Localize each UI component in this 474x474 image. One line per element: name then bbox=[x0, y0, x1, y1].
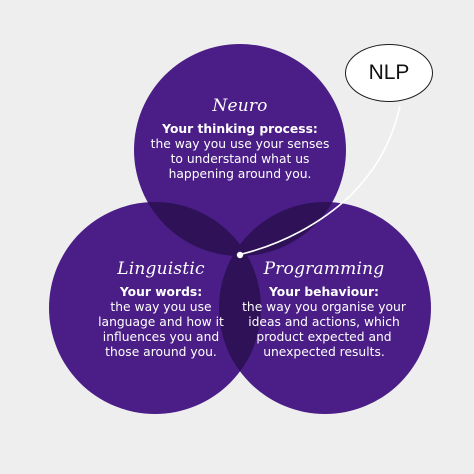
programming-title: Programming bbox=[263, 259, 385, 279]
linguistic-label: Linguistic Your words: the way you use l… bbox=[86, 259, 236, 360]
neuro-lead: Your thinking process: bbox=[162, 122, 318, 136]
linguistic-lead: Your words: bbox=[119, 285, 203, 299]
callout-line bbox=[241, 105, 401, 255]
circle-linguistic bbox=[49, 202, 261, 414]
neuro-title: Neuro bbox=[212, 96, 268, 116]
circle-programming bbox=[219, 202, 431, 414]
linguistic-title: Linguistic bbox=[117, 259, 205, 279]
neuro-label: Neuro Your thinking process: the way you… bbox=[150, 96, 330, 182]
programming-lead: Your behaviour: bbox=[269, 285, 379, 299]
programming-label: Programming Your behaviour: the way you … bbox=[238, 259, 410, 360]
circle-neuro bbox=[134, 44, 346, 256]
neuro-body: the way you use your senses to understan… bbox=[150, 137, 330, 181]
nlp-callout-label: NLP bbox=[368, 61, 410, 84]
programming-body: the way you organise your ideas and acti… bbox=[242, 300, 406, 359]
callout-dot bbox=[236, 251, 244, 259]
linguistic-body: the way you use language and how it infl… bbox=[98, 300, 224, 359]
nlp-callout-bubble: NLP bbox=[345, 44, 433, 102]
